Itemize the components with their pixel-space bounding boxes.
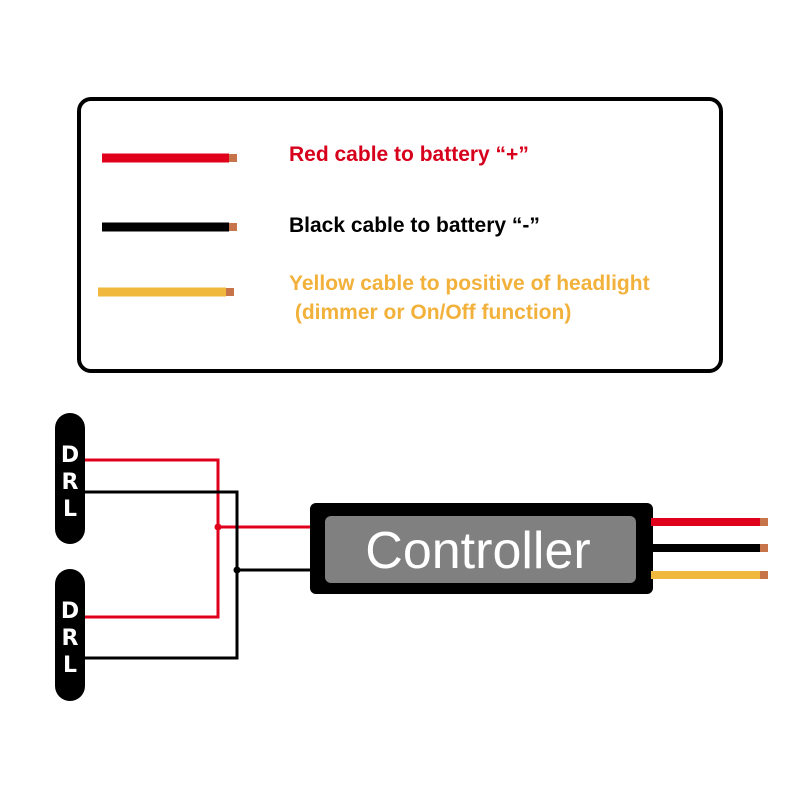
drl-bottom-letter-d: D <box>61 599 79 624</box>
legend-yellow-label-line2: (dimmer or On/Off function) <box>289 301 572 324</box>
drl-top-letter-d: D <box>61 443 79 468</box>
drl-top-letter-r: R <box>62 470 79 495</box>
drl-bottom-letter-r: R <box>62 626 79 651</box>
controller: Controller <box>310 503 653 594</box>
output-yellow-cable <box>651 571 768 579</box>
output-black-cable <box>651 544 768 552</box>
drl-black-wiring <box>84 490 314 660</box>
legend-yellow-cable <box>98 287 234 297</box>
drl-bottom-letter-l: L <box>63 653 77 678</box>
drl-top-letter-l: L <box>63 497 77 522</box>
controller-label: Controller <box>365 522 590 580</box>
legend-black-label: Black cable to battery “-” <box>289 214 540 237</box>
output-red-cable <box>651 518 768 526</box>
drl-lamp-bottom: D R L <box>55 569 85 701</box>
legend-yellow-label-line1: Yellow cable to positive of headlight <box>289 272 650 295</box>
drl-red-wiring <box>84 458 314 619</box>
legend-box <box>77 97 723 373</box>
legend-black-cable <box>102 222 237 232</box>
legend-red-cable <box>102 153 237 163</box>
legend-red-label: Red cable to battery “+” <box>289 143 529 166</box>
drl-lamp-top: D R L <box>55 413 85 544</box>
